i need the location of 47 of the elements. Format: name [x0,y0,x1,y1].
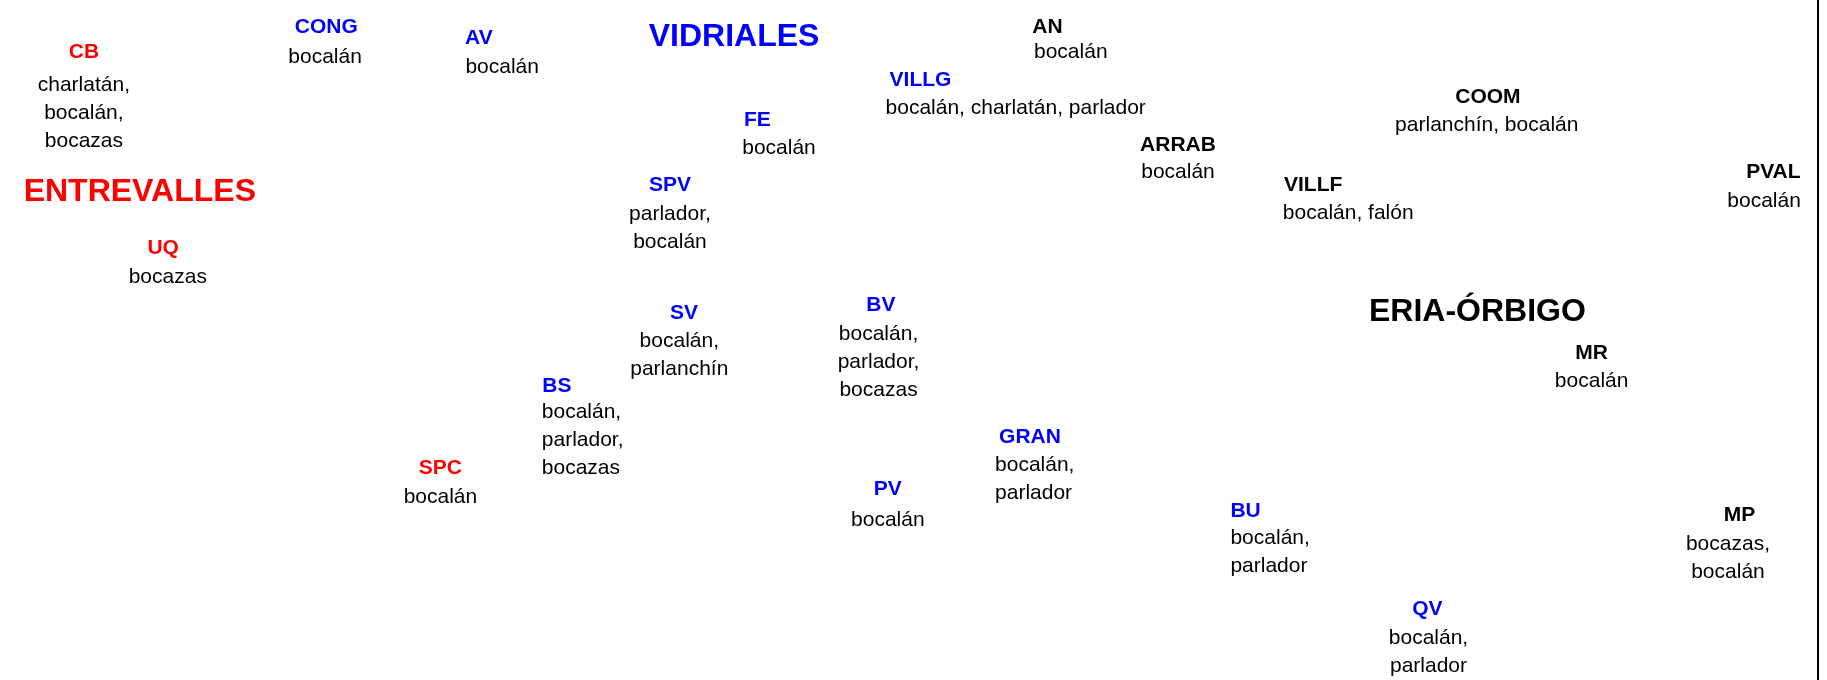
site-code: GRAN [999,422,1061,449]
word-list: bocazas, bocalán [1672,528,1783,585]
word-list: parlador, bocalán [614,199,725,256]
site-code: ARRAB [1140,131,1216,158]
site-code: QV [1412,595,1443,622]
word-list: bocalán, parlador, bocazas [541,397,652,482]
site-code: AN [1032,12,1063,39]
site-code: SPC [418,454,463,481]
word-list: charlatán, bocalán, bocazas [28,69,139,154]
word-list: bocalán [288,41,362,70]
site-code: PVAL [1746,158,1801,185]
word-list: bocalán [1034,37,1108,66]
word-list: bocalán [1141,157,1215,186]
site-code: SPV [648,171,691,198]
site-code: FE [743,105,771,132]
site-code: BS [542,371,572,398]
site-code: SV [669,299,698,326]
site-code: VILLG [889,66,952,93]
site-code: VILLF [1284,171,1343,198]
word-list: bocalán [851,504,925,533]
word-list: bocalán [742,132,816,161]
site-code: MR [1575,338,1608,365]
site-code: BV [866,291,896,318]
word-list: bocalán, charlatán, parlador [885,93,1146,122]
site-code: BU [1230,497,1261,524]
site-code: CB [68,38,100,65]
site-code: AV [465,24,493,51]
word-list: bocazas [128,262,207,291]
word-list: bocalán [1727,186,1801,215]
word-list: bocalán [403,482,478,511]
site-code: UQ [147,234,179,260]
word-list: bocalán, parlador [1230,523,1341,580]
word-list: bocalán, parlador, bocazas [823,319,934,404]
site-code: PV [873,475,902,502]
region-heading: ERIA-ÓRBIGO [1369,291,1586,328]
word-list: bocalán, parlanchín [624,326,735,383]
site-code: COOM [1455,82,1521,109]
word-list: bocalán [1554,365,1629,394]
word-list: bocalán, parlador [995,449,1106,506]
site-code: MP [1723,500,1756,527]
word-list: bocalán, parlador [1373,623,1484,680]
word-list: parlanchín, bocalán [1395,109,1579,138]
site-code: CONG [294,12,358,39]
region-heading: VIDRIALES [648,16,820,53]
word-list: bocalán, falón [1282,198,1414,227]
word-list: bocalán [465,52,539,81]
region-heading: ENTREVALLES [23,171,256,208]
